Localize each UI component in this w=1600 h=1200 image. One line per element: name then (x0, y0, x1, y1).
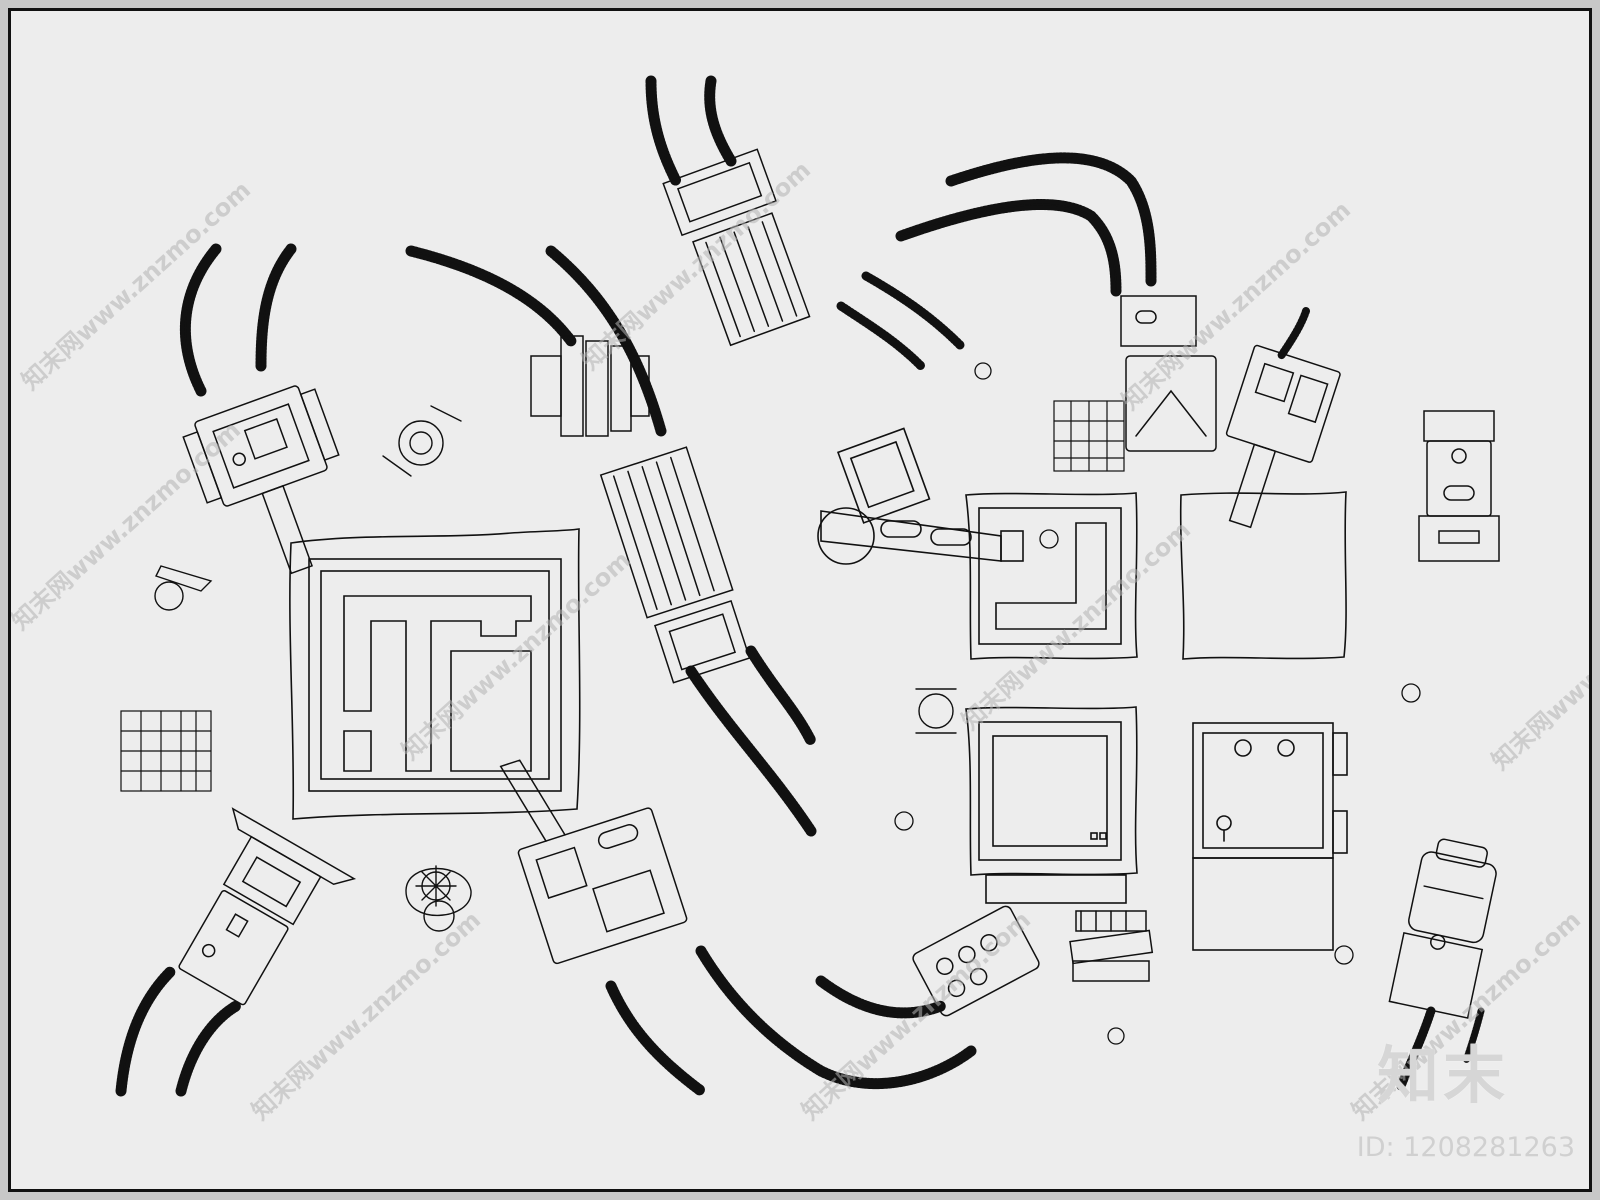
svg-text:知末网www.znzmo.com: 知末网www.znzmo.com (796, 906, 1036, 1126)
drawing-frame: 知末网www.znzmo.com 知末网www.znzmo.com 知末网www… (8, 8, 1592, 1192)
foundation-pit-l-shape (965, 492, 1138, 660)
railway-track-top-right (836, 152, 1310, 371)
mixer-truck-bottom-right (1388, 838, 1497, 1019)
railway-track-bottom-right (1396, 1006, 1485, 1091)
excavator-top-left (182, 385, 340, 575)
worker-symbol-left (154, 565, 213, 611)
loader-far-right (1418, 410, 1500, 562)
tank-wagon-train (599, 446, 751, 684)
image-id-label: ID: 1208281263 (1356, 1132, 1575, 1163)
locomotive-bottom-center (912, 905, 1040, 1017)
valve-symbol-2 (915, 688, 957, 734)
svg-text:知末网www.znzmo.com: 知末网www.znzmo.com (576, 156, 816, 376)
cad-site-plan: 知末网www.znzmo.com 知末网www.znzmo.com 知末网www… (11, 75, 1589, 1126)
gear-symbol-bottom-left (405, 865, 472, 932)
block-stack-left (120, 710, 212, 792)
foundation-pit-maze (289, 528, 581, 820)
railway-track-bottom-left (115, 965, 242, 1097)
excavator-right (1225, 344, 1341, 529)
svg-text:知末网www.znzmo.com: 知末网www.znzmo.com (16, 176, 256, 396)
bulldozer-top-right (1120, 295, 1217, 452)
valve-symbol-1 (382, 405, 462, 477)
foundation-pit-blank (1179, 491, 1347, 660)
brand-watermark: 知末 (1376, 1039, 1509, 1112)
railway-track-bottom-center (605, 945, 977, 1097)
foundation-pit-square (965, 706, 1138, 904)
railway-track-top-center (645, 75, 737, 187)
svg-text:知末网www.znzmo.com: 知末网www.znzmo.com (396, 546, 636, 766)
excavator-bottom-center (499, 759, 688, 965)
bulldozer-bottom-left (178, 807, 357, 1006)
crane-arm (817, 427, 1024, 565)
stacked-beams (530, 335, 650, 437)
timber-pile (1069, 910, 1154, 982)
svg-text:知末网www.znzmo.com: 知末网www.znzmo.com (1486, 556, 1589, 776)
railway-track-top-left (179, 243, 297, 397)
dump-truck-top-center (662, 148, 811, 347)
svg-text:知末网www.znzmo.com: 知末网www.znzmo.com (11, 416, 246, 636)
watermark-layer: 知末网www.znzmo.com 知末网www.znzmo.com 知末网www… (11, 156, 1589, 1126)
block-stack-center-right (1053, 400, 1125, 472)
railway-track-curve-center (405, 245, 817, 837)
foundation-pit-with-equipment (1192, 722, 1348, 951)
helmet-symbols (894, 362, 1421, 1045)
